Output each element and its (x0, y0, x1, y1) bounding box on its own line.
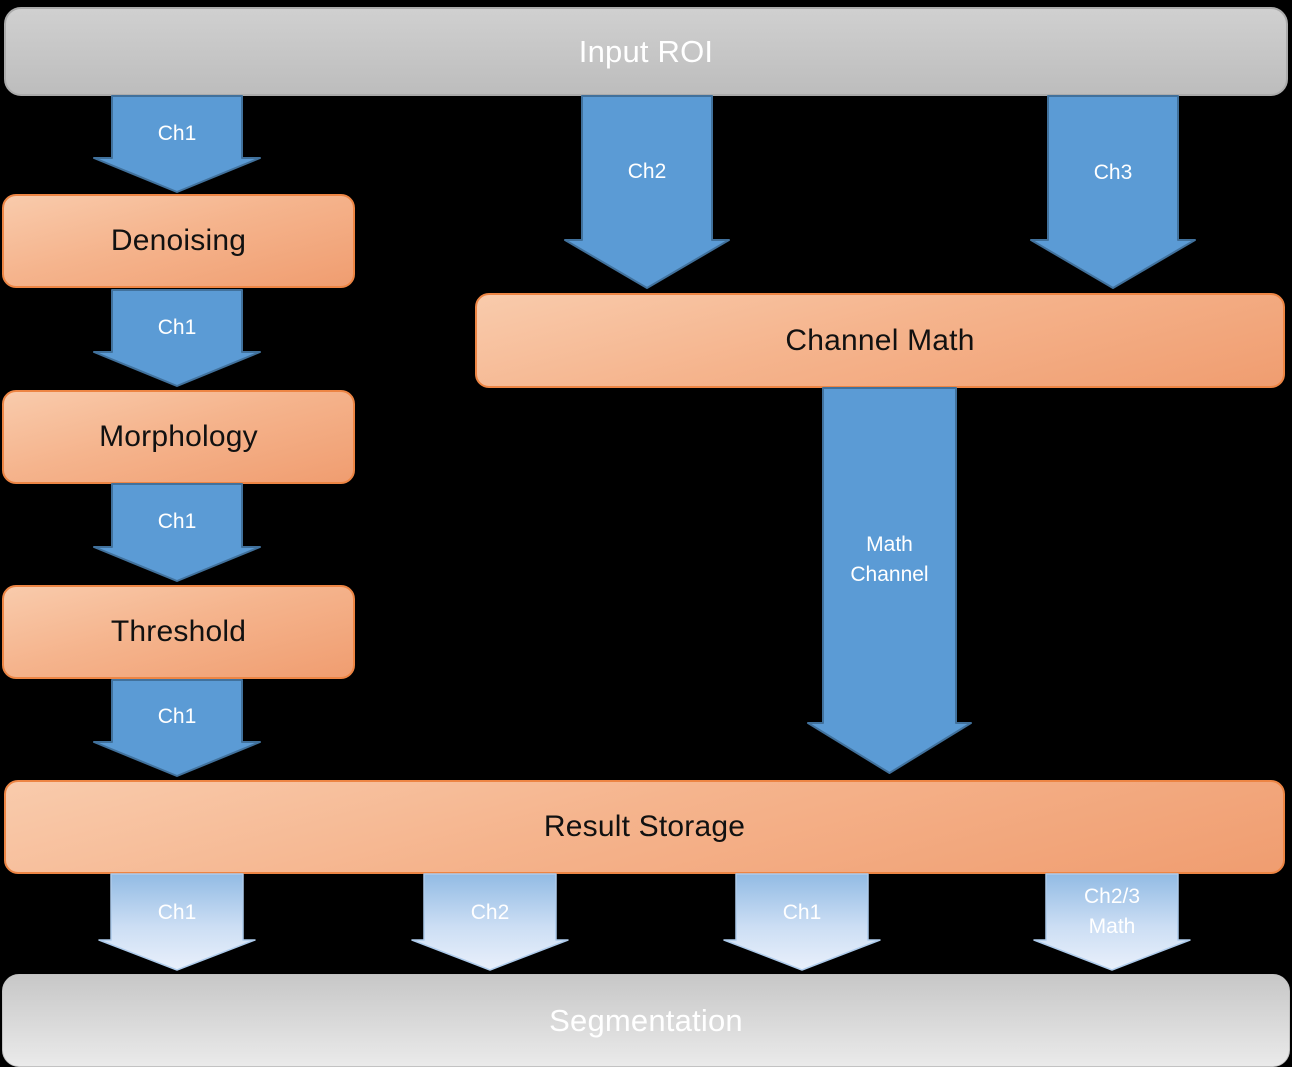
arrow-result-to-seg-ch1-a: Ch1 (98, 873, 256, 971)
node-result-storage-label: Result Storage (543, 810, 746, 843)
node-channel-math-label: Channel Math (785, 323, 975, 357)
arrow-result-to-seg-ch1-a-label: Ch1 (157, 901, 197, 924)
down-arrow-icon (93, 95, 261, 193)
arrow-threshold-to-result: Ch1 (93, 679, 261, 777)
down-arrow-icon (93, 289, 261, 387)
arrow-roi-to-denoising-label: Ch1 (157, 122, 197, 145)
arrow-channelmath-to-result: Math Channel (807, 387, 972, 774)
down-arrow-icon (723, 873, 881, 971)
arrow-result-to-seg-ch1-b: Ch1 (723, 873, 881, 971)
arrow-channelmath-to-result-label: Math Channel (808, 530, 971, 590)
node-input-roi-label: Input ROI (578, 33, 714, 69)
down-arrow-icon (1030, 95, 1196, 289)
node-denoising: Denoising (2, 194, 355, 288)
arrow-result-to-seg-ch1-b-label: Ch1 (782, 901, 822, 924)
arrow-denoising-to-morphology-label: Ch1 (157, 316, 197, 339)
arrow-result-to-seg-ch2-label: Ch2 (470, 901, 510, 924)
node-threshold: Threshold (2, 585, 355, 679)
node-morphology: Morphology (2, 390, 355, 484)
node-denoising-label: Denoising (110, 224, 247, 257)
arrow-channelmath-to-result-label-line2: Channel (850, 563, 929, 586)
down-arrow-icon (93, 679, 261, 777)
down-arrow-icon (564, 95, 730, 289)
arrow-channelmath-to-result-label-line1: Math (866, 533, 913, 556)
arrow-morphology-to-threshold-label: Ch1 (157, 510, 197, 533)
node-segmentation: Segmentation (2, 974, 1290, 1067)
down-arrow-icon (93, 483, 261, 582)
arrow-result-to-seg-math-label: Ch2/3 Math (1034, 882, 1190, 942)
node-morphology-label: Morphology (99, 420, 258, 453)
arrow-roi-to-channelmath-ch3: Ch3 (1030, 95, 1196, 289)
down-arrow-icon (1033, 873, 1191, 971)
arrow-result-to-seg-math-label-line2: Math (1088, 915, 1136, 938)
arrow-result-to-seg-math-label-line1: Ch2/3 (1083, 885, 1141, 908)
arrow-result-to-seg-ch2: Ch2 (411, 873, 569, 971)
arrow-roi-to-channelmath-ch3-label: Ch3 (1093, 161, 1133, 184)
arrow-denoising-to-morphology: Ch1 (93, 289, 261, 387)
down-arrow-icon (98, 873, 256, 971)
down-arrow-icon (411, 873, 569, 971)
node-result-storage: Result Storage (4, 780, 1285, 874)
arrow-threshold-to-result-label: Ch1 (157, 705, 197, 728)
node-segmentation-label: Segmentation (549, 1002, 743, 1038)
arrow-roi-to-denoising: Ch1 (93, 95, 261, 193)
node-threshold-label: Threshold (110, 615, 247, 648)
arrow-morphology-to-threshold: Ch1 (93, 483, 261, 582)
down-arrow-icon (807, 387, 972, 774)
arrow-result-to-seg-math: Ch2/3 Math (1033, 873, 1191, 971)
arrow-roi-to-channelmath-ch2-label: Ch2 (627, 160, 667, 183)
arrow-roi-to-channelmath-ch2: Ch2 (564, 95, 730, 289)
node-input-roi: Input ROI (4, 7, 1288, 96)
node-channel-math: Channel Math (475, 293, 1285, 388)
